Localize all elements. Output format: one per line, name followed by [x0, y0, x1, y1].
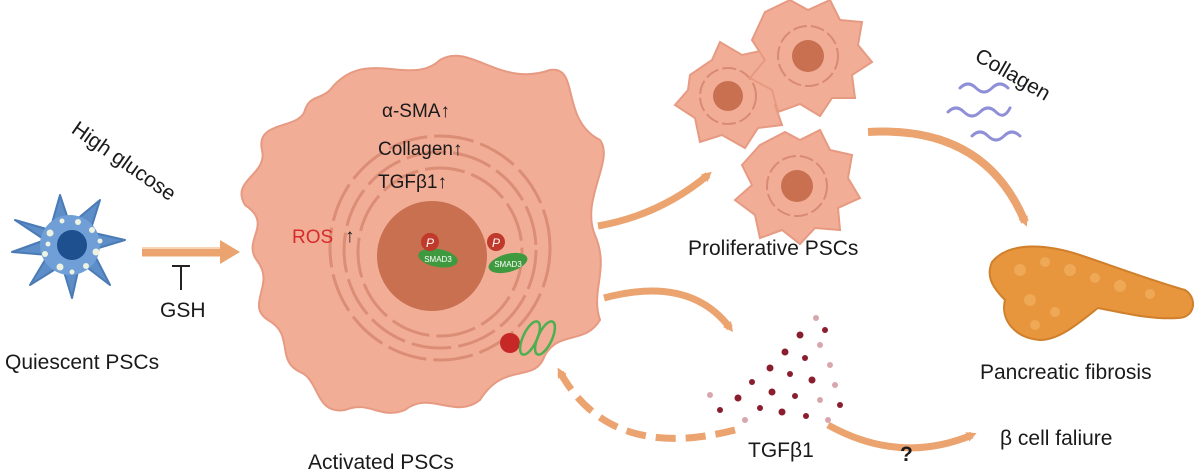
smad3-left-label: SMAD3	[424, 255, 452, 264]
smad3-complex-left	[418, 233, 458, 268]
marker-collagen: Collagen↑	[378, 139, 463, 160]
arrow-to-beta-cell	[826, 421, 977, 452]
high-glucose-arrow	[142, 240, 240, 264]
arrow-to-pancreas	[867, 127, 1029, 227]
beta-cell-failure-label: β cell faliure	[1000, 427, 1113, 450]
proliferative-psc-cell-3	[733, 128, 862, 246]
marker-tgf-beta1: TGFβ1↑	[378, 172, 447, 193]
quiescent-psc-label: Quiescent PSCs	[5, 351, 160, 374]
ros-up-arrow: ↑	[345, 226, 355, 247]
question-mark: ?	[900, 443, 913, 466]
tgf-beta1-label: TGFβ1	[748, 439, 814, 462]
collagen-fibers	[946, 82, 1022, 142]
arrow-to-tgf	[603, 287, 734, 332]
quiescent-psc-cell	[11, 194, 126, 299]
ros-label: ROS	[292, 227, 334, 248]
proliferative-psc-label: Proliferative PSCs	[688, 237, 859, 260]
marker-alpha-sma: α-SMA↑	[382, 101, 450, 122]
gsh-label: GSH	[160, 299, 206, 322]
pancreatic-fibrosis-label: Pancreatic fibrosis	[980, 361, 1152, 384]
arrow-to-proliferative	[597, 171, 712, 230]
smad3-right-label: SMAD3	[494, 260, 522, 269]
smad3-complex-right	[487, 233, 528, 274]
p-badge-right-label: P	[492, 236, 500, 250]
p-badge-left-label: P	[426, 236, 434, 250]
gsh-inhibition-mark	[172, 265, 190, 290]
tgf-receptor	[500, 320, 557, 356]
proliferative-psc-cell-2	[748, 0, 874, 118]
activated-psc-label: Activated PSCs	[308, 451, 454, 474]
tgf-beta1-dots	[707, 315, 843, 423]
feedback-dashed-arrow	[556, 367, 736, 442]
pancreas-illustration	[988, 245, 1194, 342]
